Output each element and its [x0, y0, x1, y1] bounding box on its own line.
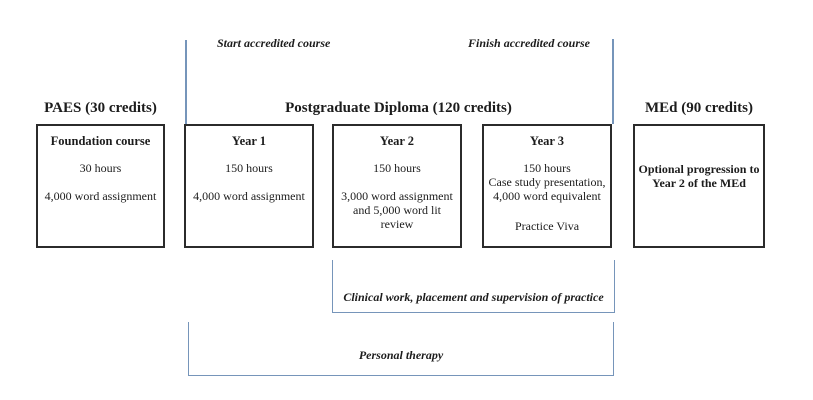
box-title: Year 3	[529, 134, 565, 148]
start-course-label: Start accredited course	[217, 36, 331, 50]
personal-bracket: Personal therapy	[188, 322, 614, 376]
finish-course-line	[612, 39, 614, 124]
med-header: MEd (90 credits)	[644, 100, 754, 116]
box-paragraph: 4,000 word assignment	[44, 189, 157, 203]
start-course-line	[185, 40, 187, 124]
foundation-box: Foundation course 30 hours 4,000 word as…	[36, 124, 165, 248]
box-paragraph: Practice Viva	[514, 219, 580, 233]
box-title: Year 1	[231, 134, 267, 148]
year2-box: Year 2 150 hours 3,000 word assignment a…	[332, 124, 462, 248]
box-paragraph: 150 hours	[225, 161, 273, 175]
box-title: Foundation course	[50, 134, 151, 148]
clinical-bracket: Clinical work, placement and supervision…	[332, 260, 615, 313]
box-title: Year 2	[379, 134, 415, 148]
box-paragraph: Optional progression to Year 2 of the ME…	[638, 162, 760, 190]
box-paragraph: 30 hours	[79, 161, 122, 175]
year1-box: Year 1 150 hours 4,000 word assignment	[184, 124, 314, 248]
personal-bracket-label: Personal therapy	[358, 348, 444, 362]
box-paragraph: 4,000 word assignment	[193, 189, 305, 203]
year3-box: Year 3 150 hours Case study presentation…	[482, 124, 612, 248]
finish-course-label: Finish accredited course	[468, 36, 590, 50]
box-paragraph: 150 hours	[373, 161, 421, 175]
clinical-bracket-label: Clinical work, placement and supervision…	[343, 290, 604, 304]
med-box: Optional progression to Year 2 of the ME…	[633, 124, 765, 248]
box-paragraph: 150 hours Case study presentation, 4,000…	[488, 161, 606, 203]
paes-header: PAES (30 credits)	[44, 100, 157, 116]
box-paragraph: 3,000 word assignment and 5,000 word lit…	[341, 189, 453, 231]
pgdip-header: Postgraduate Diploma (120 credits)	[285, 100, 512, 116]
